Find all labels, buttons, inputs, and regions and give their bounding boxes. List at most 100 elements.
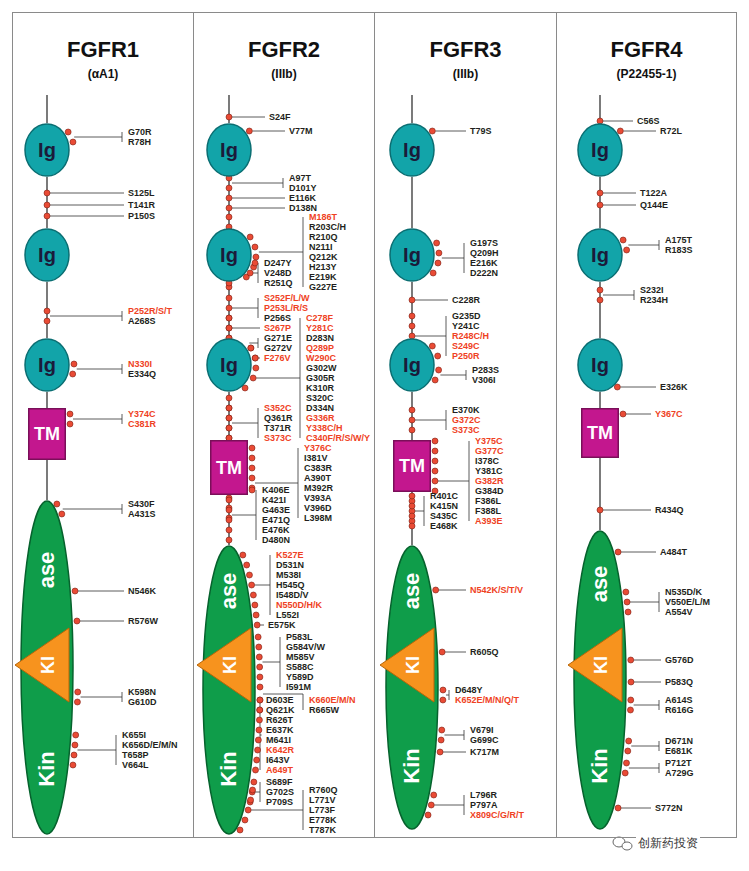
mutation-label: Q621K <box>266 705 295 715</box>
mutation-label: V248D <box>264 268 292 278</box>
mutation-label: N542K/S/T/V <box>470 585 523 595</box>
mutation-label: E370K <box>452 405 480 415</box>
mutation-dot <box>435 260 441 266</box>
mutation-label: G305R <box>306 373 335 383</box>
domain-label: KI <box>592 656 610 674</box>
mutation-dot <box>628 679 634 685</box>
mutation-label: R251Q <box>264 278 293 288</box>
mutation-dot <box>626 738 632 744</box>
mutation-label: Y375C <box>475 436 503 446</box>
mutation-dot <box>54 501 60 507</box>
mutation-dot <box>44 213 50 219</box>
mutation-dot <box>226 214 232 220</box>
mutation-dot <box>597 202 603 208</box>
mutation-dot <box>432 468 438 474</box>
mutation-dot <box>256 717 262 723</box>
ig-ellipse <box>207 229 251 281</box>
leader-line <box>252 131 285 132</box>
mutation-label: P252R/S/T <box>128 306 172 316</box>
mutation-label: G372C <box>452 415 481 425</box>
mutation-dot <box>72 742 78 748</box>
mutation-label: Y241C <box>452 321 480 331</box>
leader-line <box>603 193 636 194</box>
leader-line <box>255 483 298 484</box>
leader-line <box>626 414 651 415</box>
mutation-label: K527E <box>276 550 304 560</box>
mutation-dot <box>256 644 262 650</box>
mutation-dot <box>226 315 232 321</box>
domain-label: Ig <box>591 140 609 160</box>
mutation-dot <box>623 760 629 766</box>
mutation-label: S373C <box>264 433 292 443</box>
isoform-name: (P22455-1) <box>616 68 676 80</box>
mutation-dot <box>625 609 631 615</box>
watermark: 创新药投资 <box>636 836 700 850</box>
mutation-dot <box>252 355 258 361</box>
mutation-label: N546K <box>128 586 156 596</box>
leader-line <box>232 308 258 309</box>
mutation-dot <box>597 118 603 124</box>
ki-triangle <box>15 628 69 702</box>
mutation-label: R626T <box>266 715 293 725</box>
mutation-label: F386L <box>475 496 501 506</box>
mutation-dot <box>44 318 50 324</box>
tm-domain: TM <box>393 440 431 492</box>
mutation-label: S249C <box>452 341 480 351</box>
mutation-dot <box>226 315 232 321</box>
mutation-dot <box>628 697 634 703</box>
mutation-label: M585V <box>286 652 315 662</box>
mutation-label: E575K <box>268 620 296 630</box>
domain-label: KI <box>404 656 422 674</box>
domain-label: Ig <box>403 245 421 265</box>
mutation-dot <box>73 732 79 738</box>
mutation-label: A393E <box>475 516 503 526</box>
mutation-dot <box>254 622 260 628</box>
receptor-panel: FGFR4(P22455-1)IgIgIgTMKinaseKI <box>556 12 737 838</box>
backbone-line <box>411 177 412 228</box>
mutation-label: C340F/R/S/W/Y <box>306 433 370 443</box>
receptor-name: FGFR1 <box>67 39 139 61</box>
kinase-domain: KinaseKI <box>202 545 256 835</box>
mutation-dot <box>615 805 621 811</box>
mutation-dot <box>409 297 415 303</box>
mutation-dot <box>226 325 232 331</box>
mutation-label: D480N <box>262 535 290 545</box>
mutation-label: R78H <box>128 137 151 147</box>
mutation-label: A484T <box>660 547 687 557</box>
mutation-label: A97T <box>289 173 311 183</box>
mutation-label: L771V <box>309 795 336 805</box>
mutation-dot <box>254 757 260 763</box>
leader-line <box>623 131 656 132</box>
mutation-label: S430F <box>128 499 155 509</box>
mutation-label: I548D/V <box>276 590 309 600</box>
mutation-label: V306I <box>472 375 496 385</box>
backbone-line <box>599 458 600 530</box>
tm-domain: TM <box>581 408 619 458</box>
mutation-dot <box>428 802 434 808</box>
leader-line <box>232 328 260 329</box>
mutation-label: I591M <box>286 682 311 692</box>
receptor-name: FGFR2 <box>248 39 320 61</box>
leader-line <box>443 752 466 753</box>
mutation-dot <box>624 247 630 253</box>
mutation-dot <box>597 190 603 196</box>
mutation-label: Y381C <box>475 466 503 476</box>
mutation-label: G382R <box>475 476 504 486</box>
leader-line <box>50 316 122 317</box>
mutation-label: A431S <box>128 509 156 519</box>
mutation-label: P253L/R/S <box>264 303 308 313</box>
kinase-domain: KinaseKI <box>573 530 627 830</box>
mutation-label: D671N <box>665 736 693 746</box>
mutation-label: R665W <box>309 705 339 715</box>
mutation-label: D138N <box>289 203 317 213</box>
mutation-dot <box>436 250 442 256</box>
mutation-dot <box>71 361 77 367</box>
mutation-label: K656D/E/M/N <box>122 740 178 750</box>
mutation-dot <box>248 345 254 351</box>
mutation-dot <box>257 697 263 703</box>
ig-domain: Ig <box>389 228 435 282</box>
mutation-dot <box>432 377 438 383</box>
mutation-dot <box>439 649 445 655</box>
domain-label: Ig <box>403 140 421 160</box>
mutation-label: G272V <box>264 343 292 353</box>
